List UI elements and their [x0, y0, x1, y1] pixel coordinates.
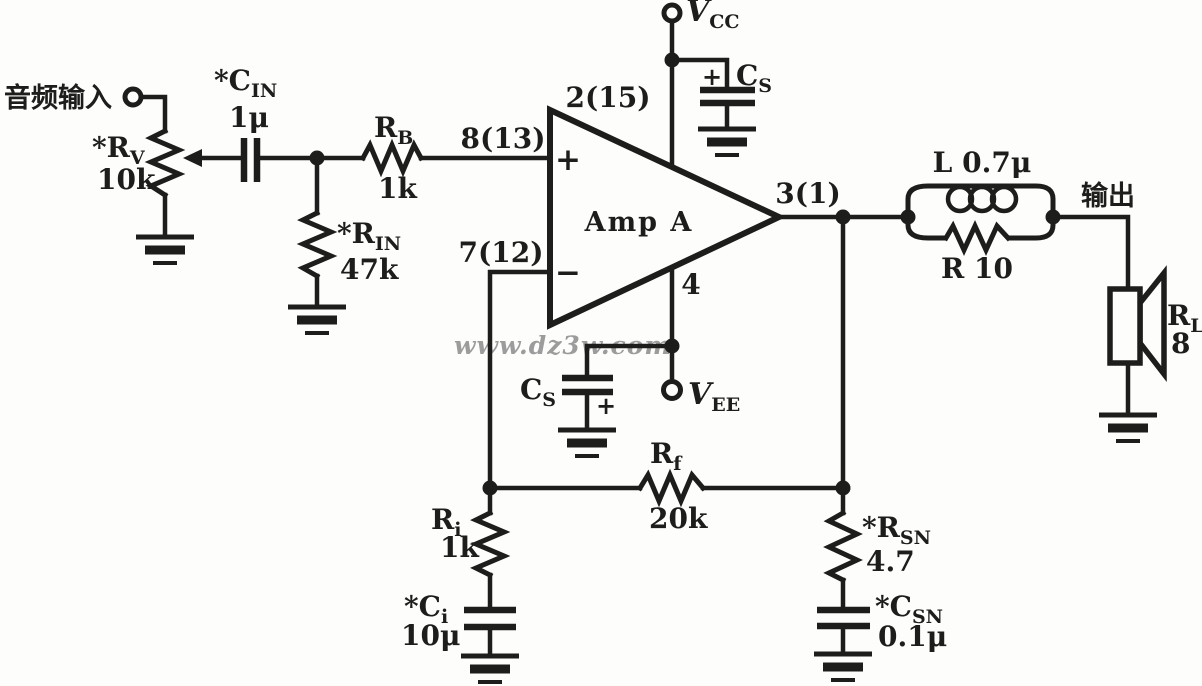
opamp-name: Amp A	[584, 207, 694, 238]
ground-symbol	[814, 654, 872, 680]
ci-label: *Ci	[404, 590, 448, 628]
ground-symbol	[461, 656, 519, 682]
wiper-arrow-icon	[183, 149, 202, 167]
pin-output-label: 3(1)	[775, 177, 840, 210]
damping-resistor-label: R 10	[941, 252, 1013, 285]
rf-label: Rf	[650, 437, 683, 475]
wire	[487, 269, 553, 491]
rv-value: 10k	[97, 163, 156, 196]
resistor-rf: Rf 20k	[487, 437, 846, 535]
noninverting-input-sign: +	[555, 142, 581, 178]
pin-supply-neg-label: 4	[681, 268, 700, 301]
rb-value: 1k	[378, 172, 417, 205]
vcc-supply: VCC	[661, 0, 740, 169]
audio-input-label: 音频输入	[4, 82, 112, 114]
speaker-rl: RL 8	[1099, 265, 1202, 441]
resistor-zigzag	[296, 209, 338, 280]
ri-value: 1k	[440, 531, 479, 564]
ground-symbol	[558, 430, 616, 456]
inverting-input-sign: −	[555, 255, 581, 291]
resistor-zigzag	[823, 509, 863, 584]
rin-value: 47k	[340, 253, 399, 286]
resistor-rb: RB 1k	[359, 111, 553, 205]
wire	[1050, 214, 1131, 290]
output-label: 输出	[1081, 180, 1135, 212]
vcc-label: VCC	[686, 0, 740, 33]
vee-terminal-icon	[661, 379, 683, 401]
resistor-zigzag	[636, 468, 707, 508]
ground-symbol	[698, 129, 756, 155]
wire	[584, 343, 675, 378]
opamp-triangle	[547, 105, 787, 330]
inductor-label: L 0.7μ	[933, 146, 1032, 179]
cin-label: *CIN	[214, 64, 277, 102]
speaker-cone-icon	[1137, 265, 1167, 383]
capacitor-csn: *CSN 0.1μ	[814, 590, 947, 680]
rsn-value: 4.7	[866, 545, 915, 578]
rb-label: RB	[374, 111, 413, 149]
wire	[669, 57, 730, 90]
pin-noninverting-label: 8(13)	[461, 122, 546, 155]
resistor-rin: *RIN 47k	[288, 155, 401, 333]
ground-symbol	[136, 237, 194, 263]
pin-inverting-label: 7(12)	[459, 236, 544, 269]
lr-network: L 0.7μ R 10	[905, 146, 1056, 285]
inductor-coil-icon	[989, 184, 1019, 214]
resistor-zigzag	[359, 138, 425, 178]
input-terminal-icon	[122, 86, 144, 108]
csn-label: *CSN	[875, 590, 943, 628]
capacitor-ci: *Ci 10μ	[401, 590, 519, 682]
capacitor-cs-top: + CS	[669, 57, 772, 155]
rl-label: RL	[1167, 299, 1202, 337]
capacitor-cs-bottom: + CS	[520, 343, 675, 456]
ri-label: Ri	[431, 503, 462, 541]
rl-value: 8	[1171, 327, 1190, 360]
cs-top-label: CS	[736, 59, 772, 97]
resistor-zigzag	[144, 127, 186, 199]
network-frame	[1008, 183, 1056, 241]
snubber-branch	[835, 214, 851, 496]
cs-bottom-polarity: +	[596, 391, 616, 420]
capacitor-cin: *CIN 1μ	[214, 64, 366, 182]
resistor-zigzag	[942, 219, 1012, 257]
cin-value: 1μ	[229, 101, 269, 134]
vee-label: VEE	[688, 377, 740, 416]
vee-supply: VEE	[661, 265, 740, 416]
audio-input-terminal: 音频输入	[4, 82, 168, 134]
rf-value: 20k	[649, 502, 708, 535]
resistor-zigzag	[469, 509, 511, 579]
vcc-terminal-icon	[661, 2, 683, 24]
wire	[139, 94, 168, 134]
ci-value: 10μ	[401, 619, 460, 652]
ground-symbol	[1099, 415, 1157, 441]
cs-top-polarity: +	[702, 62, 722, 91]
speaker-body-icon	[1107, 286, 1143, 366]
opamp: + − Amp A 8(13) 7(12) 2(15) 3(1) 4	[459, 81, 841, 330]
ground-symbol	[288, 307, 346, 333]
rin-label: *RIN	[337, 217, 401, 255]
rsn-label: *RSN	[862, 511, 931, 549]
resistor-ri: Ri 1k	[431, 485, 511, 612]
csn-value: 0.1μ	[878, 620, 947, 653]
cs-bottom-label: CS	[520, 373, 556, 411]
pin-supply-pos-label: 2(15)	[566, 81, 651, 114]
resistor-rsn: *RSN 4.7	[823, 485, 931, 612]
rv-label: *RV	[92, 131, 146, 169]
potentiometer-rv: *RV 10k	[92, 127, 247, 263]
network-frame	[905, 183, 948, 241]
